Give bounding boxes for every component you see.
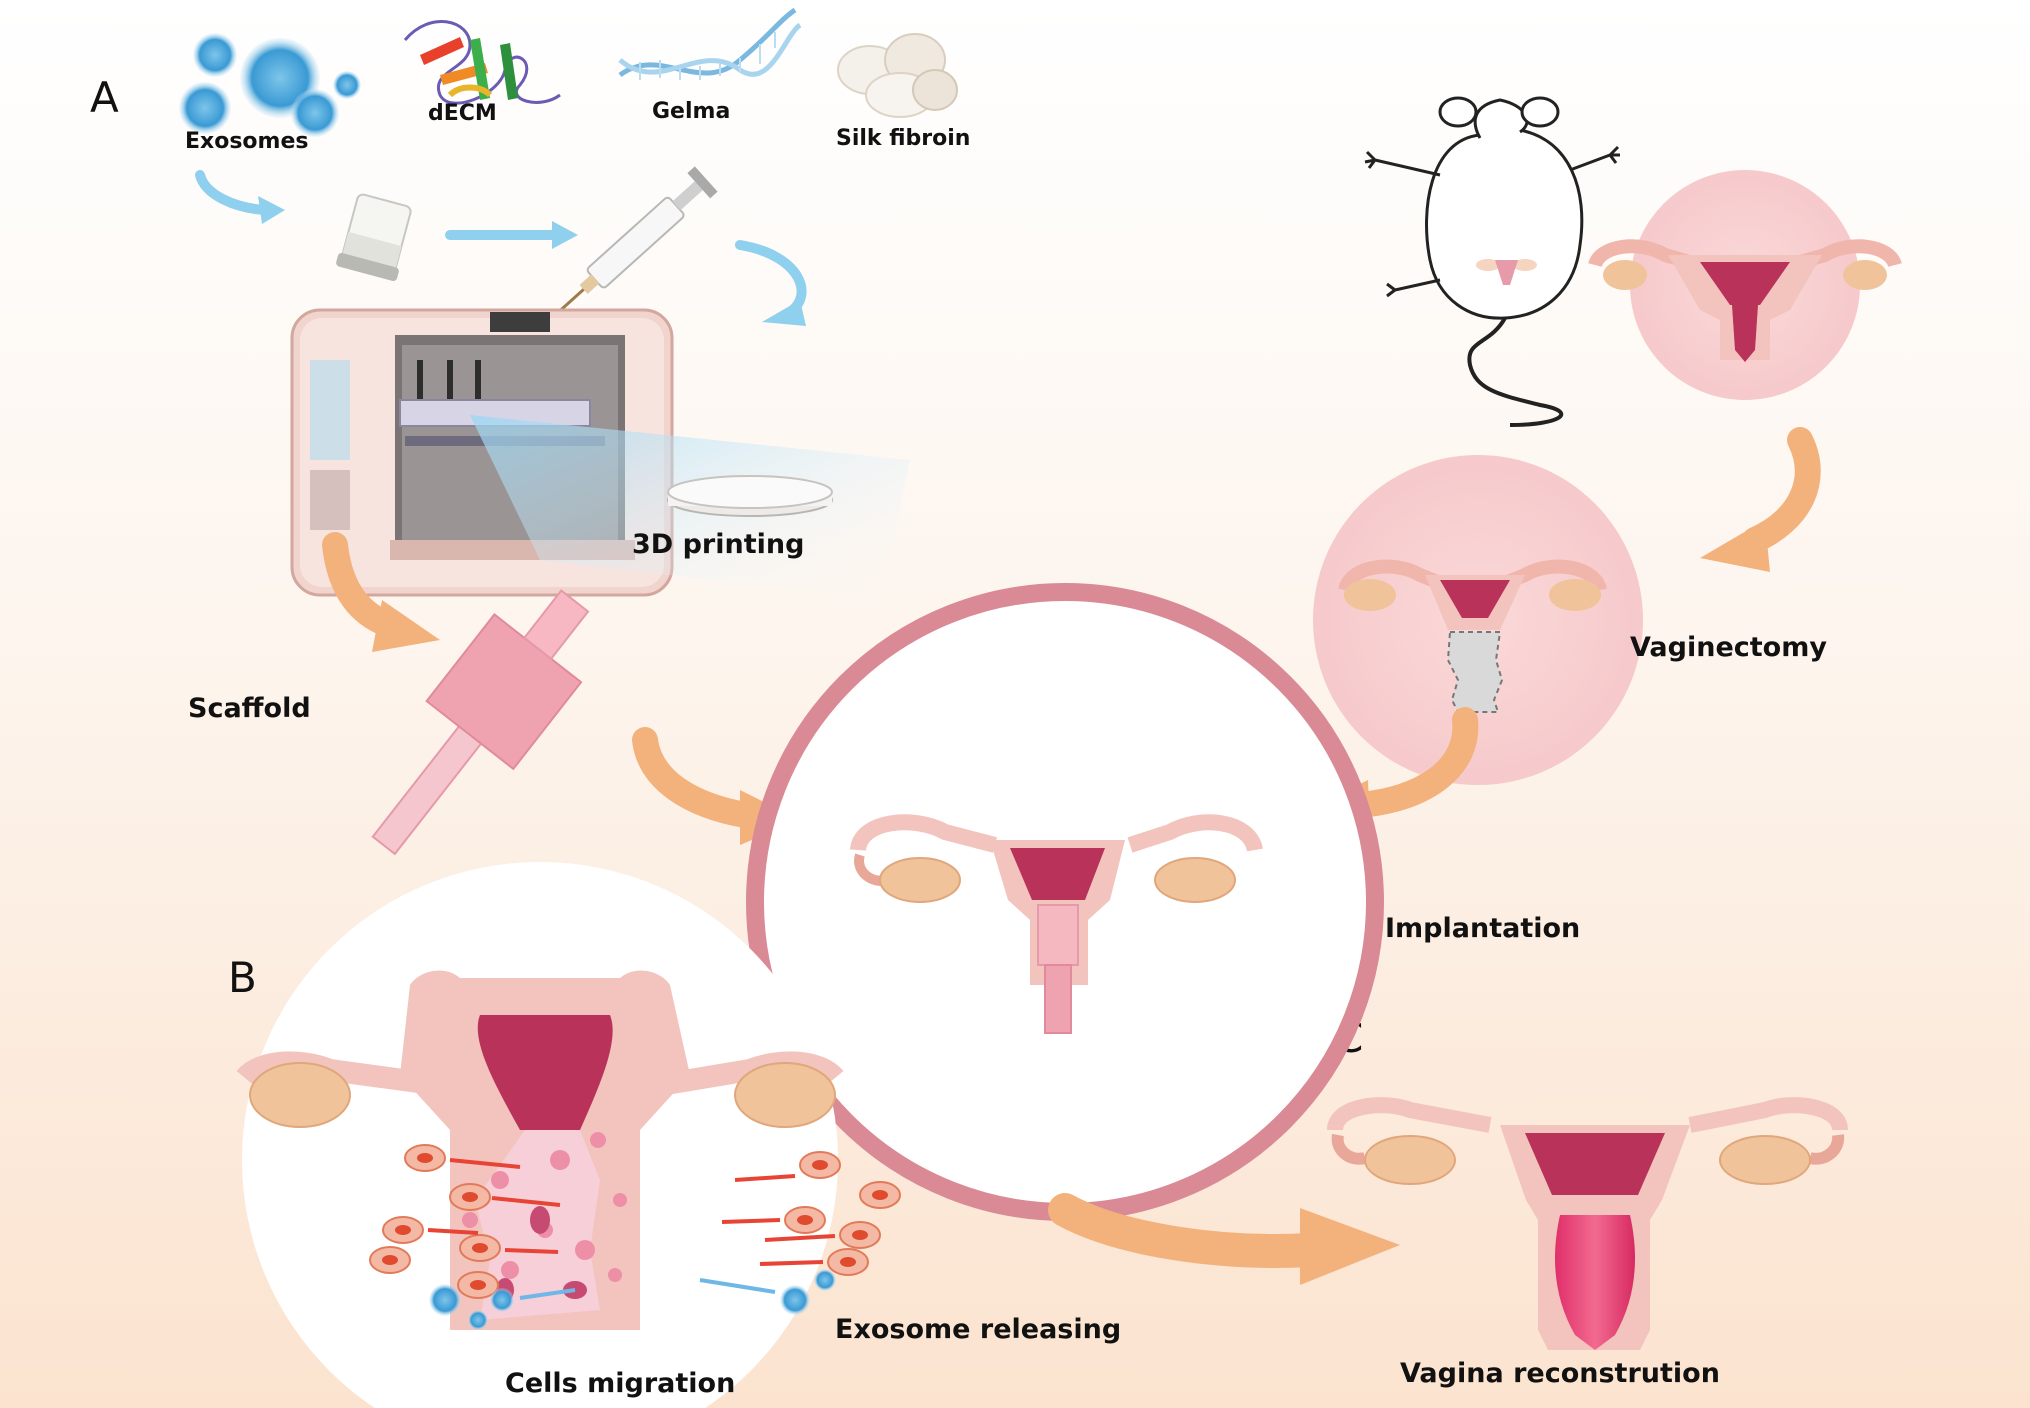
label-exosomes: Exosomes xyxy=(185,129,308,154)
panel-label-a: A xyxy=(90,73,119,122)
arrow-vaginectomy-to-implant xyxy=(1347,707,1479,818)
arrow-b-to-c xyxy=(1048,1193,1327,1268)
dna-helix-icon xyxy=(618,7,802,80)
label-decm: dECM xyxy=(428,101,497,126)
label-vaginectomy: Vaginectomy xyxy=(1630,632,1827,663)
red-migration-arrows xyxy=(427,1158,836,1266)
migrating-cells xyxy=(369,1144,901,1299)
arrow-b-to-c-head xyxy=(1300,1208,1400,1285)
label-scaffold: Scaffold xyxy=(188,693,311,724)
released-exosomes xyxy=(429,1269,836,1330)
label-gelma: Gelma xyxy=(652,99,730,124)
protein-structure-icon xyxy=(403,20,561,105)
uterus-icon-reconstructed xyxy=(1327,1097,1848,1350)
label-vagina-reconstruction: Vagina reconstrution xyxy=(1400,1358,1720,1389)
uterus-icon-intact xyxy=(1588,239,1902,362)
label-exosome-releasing: Exosome releasing xyxy=(835,1314,1121,1345)
scaffold-icon xyxy=(371,589,590,856)
arrow-scaffold-to-implant xyxy=(632,727,758,828)
blue-release-arrows xyxy=(519,1278,776,1300)
blue-arrowheads xyxy=(258,196,806,326)
panel-label-b: B xyxy=(228,953,257,1002)
uterus-icon-vaginectomy xyxy=(1338,559,1607,713)
uterus-icon-implanted xyxy=(850,814,1263,1034)
arrow-to-vaginectomy-head xyxy=(1700,520,1770,572)
silk-cocoon-icon xyxy=(837,33,958,118)
arrow-to-scaffold-head xyxy=(372,600,440,652)
petri-dish-icon xyxy=(667,475,833,517)
label-silk-fibroin: Silk fibroin xyxy=(836,126,970,151)
arrow-to-vaginectomy xyxy=(1742,427,1821,553)
label-cells-migration: Cells migration xyxy=(505,1368,735,1399)
exosomes-icon xyxy=(179,33,361,137)
label-3d-printing: 3D printing xyxy=(632,529,804,560)
mouse-icon xyxy=(1364,96,1620,427)
vial-icon xyxy=(336,193,412,282)
label-implantation: Implantation xyxy=(1385,913,1580,944)
